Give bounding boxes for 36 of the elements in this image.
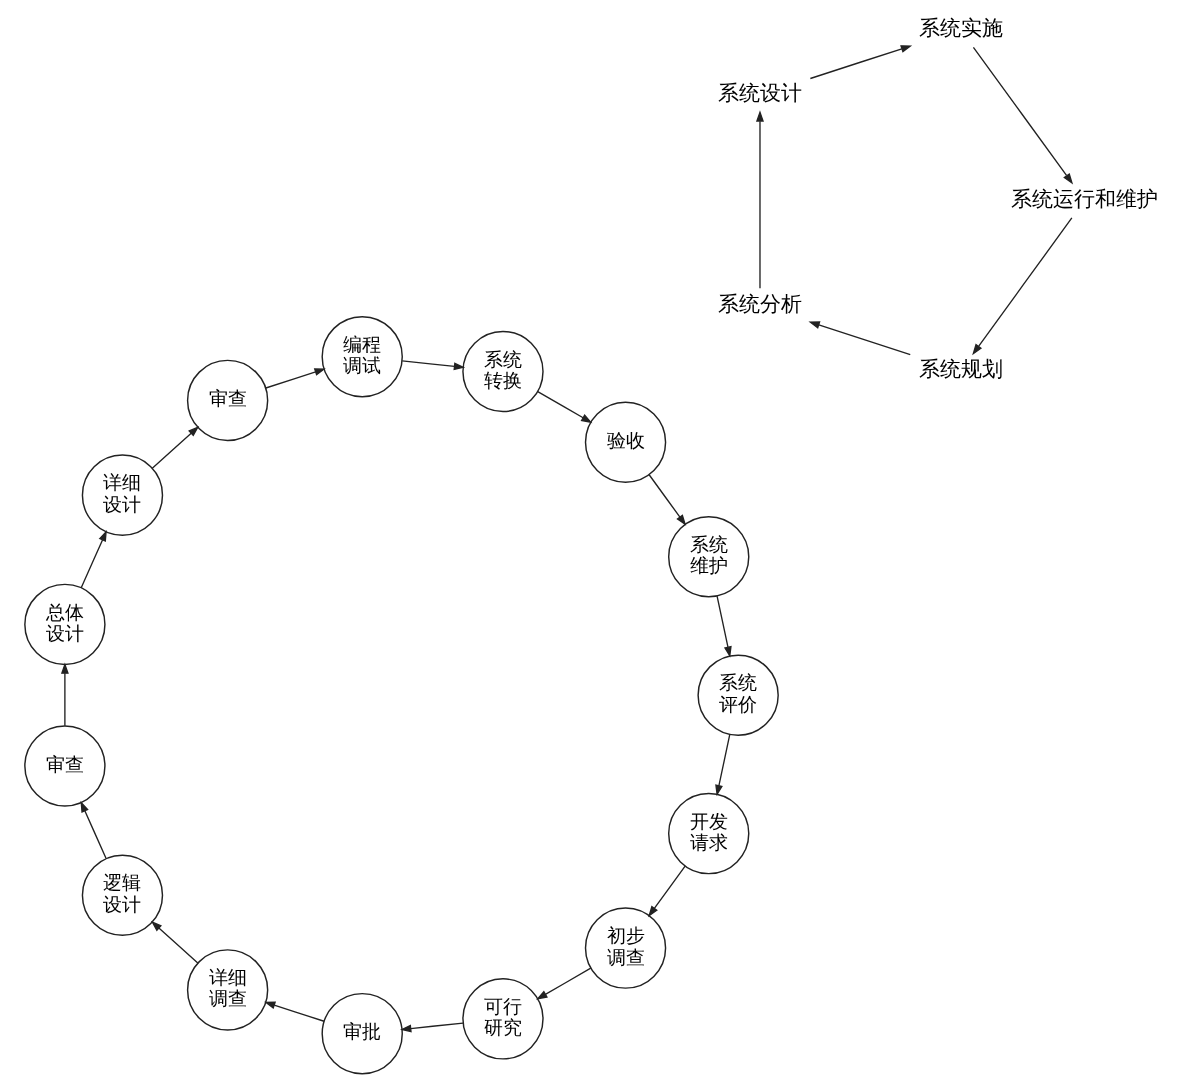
arrow [756,110,764,289]
node-text: 系统分析 [717,291,802,317]
arrow [400,1022,464,1033]
arrow [715,733,731,797]
arrow [972,217,1073,356]
node-circle: 系统评价 [697,654,779,736]
arrow [80,800,107,860]
arrow [80,530,107,589]
arrow [265,368,326,389]
node-text: 系统规划 [918,356,1003,382]
node-circle: 审批 [321,992,403,1075]
arrow [716,595,732,658]
arrow [150,920,199,964]
arrow [264,1001,325,1022]
node-text: 系统实施 [918,15,1003,41]
arrow [536,967,592,1000]
arrow [60,662,69,727]
arrow [401,360,466,371]
node-circle: 系统转换 [462,330,544,413]
node-circle: 开发请求 [667,792,750,875]
arrow [151,426,200,469]
node-circle: 审查 [24,725,106,807]
node-text: 系统运行和维护 [1011,185,1159,211]
arrow [648,865,686,918]
node-circle: 总体设计 [24,583,106,666]
arrow [648,474,687,526]
arrow [537,390,593,424]
node-circle: 详细调查 [186,949,269,1031]
node-circle: 详细设计 [81,454,164,536]
node-text: 系统设计 [717,80,802,106]
node-circle: 可行研究 [462,978,544,1060]
node-circle: 编程调试 [321,315,403,398]
arrow [972,46,1074,185]
node-circle: 验收 [584,401,667,483]
arrow [808,321,911,356]
arrow [809,45,913,80]
